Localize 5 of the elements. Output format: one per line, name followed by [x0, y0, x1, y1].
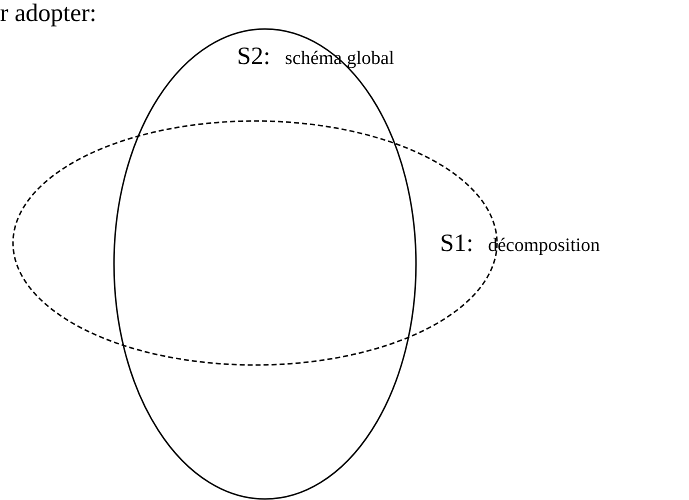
set-description: schéma global	[285, 49, 394, 68]
set-description: décomposition	[488, 236, 600, 255]
set-label: S2:	[237, 44, 270, 69]
set-label: S1:	[440, 231, 474, 256]
text-fragment: r adopter:	[0, 1, 96, 26]
